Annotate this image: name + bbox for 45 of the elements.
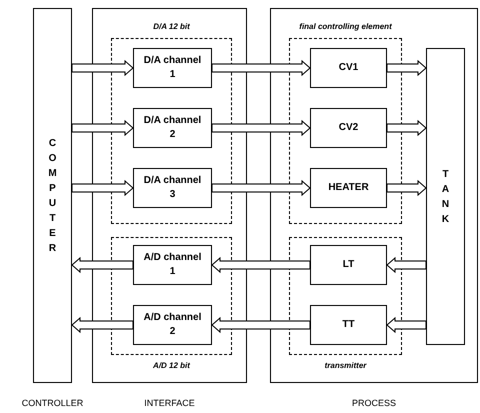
group-heading: D/A 12 bit bbox=[153, 21, 190, 33]
hollow-arrow bbox=[212, 60, 311, 76]
hollow-arrow bbox=[386, 60, 427, 76]
process-box bbox=[310, 305, 387, 345]
box-label: A/D channel 1 bbox=[142, 251, 202, 279]
process-box bbox=[310, 245, 387, 285]
hollow-arrow bbox=[211, 316, 310, 334]
hollow-arrow bbox=[71, 316, 134, 334]
group-heading: A/D 12 bit bbox=[153, 360, 190, 372]
tank-box bbox=[426, 48, 465, 345]
converter-box bbox=[133, 245, 212, 285]
box-label: HEATER bbox=[328, 181, 369, 195]
hollow-arrow bbox=[211, 256, 310, 274]
hollow-arrow bbox=[72, 120, 134, 136]
converter-box bbox=[133, 108, 212, 148]
process-box bbox=[310, 48, 387, 88]
panel-heading: INTERFACE bbox=[144, 397, 195, 410]
box-label: D/A channel 2 bbox=[142, 114, 202, 142]
box-label: CV2 bbox=[338, 121, 358, 135]
panel-heading: PROCESS bbox=[352, 397, 396, 410]
hollow-arrow bbox=[386, 180, 427, 196]
vertical-label: COMPUTER bbox=[48, 136, 58, 256]
box-label: D/A channel 3 bbox=[142, 174, 202, 202]
hollow-arrow bbox=[386, 120, 427, 136]
vertical-label: TANK bbox=[440, 168, 450, 226]
converter-box bbox=[133, 305, 212, 345]
group-heading: final controlling element bbox=[299, 21, 392, 33]
process-box bbox=[310, 108, 387, 148]
process-box bbox=[310, 168, 387, 208]
hollow-arrow bbox=[72, 180, 134, 196]
box-label: A/D channel 2 bbox=[142, 311, 202, 339]
hollow-arrow bbox=[72, 60, 134, 76]
column-heading: CONTROLLER bbox=[22, 397, 84, 410]
hollow-arrow bbox=[212, 180, 311, 196]
box-label: LT bbox=[342, 258, 354, 272]
hollow-arrow bbox=[212, 120, 311, 136]
hollow-arrow bbox=[71, 256, 134, 274]
box-label: D/A channel 1 bbox=[142, 54, 202, 82]
hollow-arrow bbox=[386, 316, 426, 334]
converter-box bbox=[133, 48, 212, 88]
hollow-arrow bbox=[386, 256, 426, 274]
box-label: CV1 bbox=[338, 61, 358, 75]
converter-box bbox=[133, 168, 212, 208]
group-heading: transmitter bbox=[324, 360, 366, 372]
box-label: TT bbox=[342, 318, 355, 332]
